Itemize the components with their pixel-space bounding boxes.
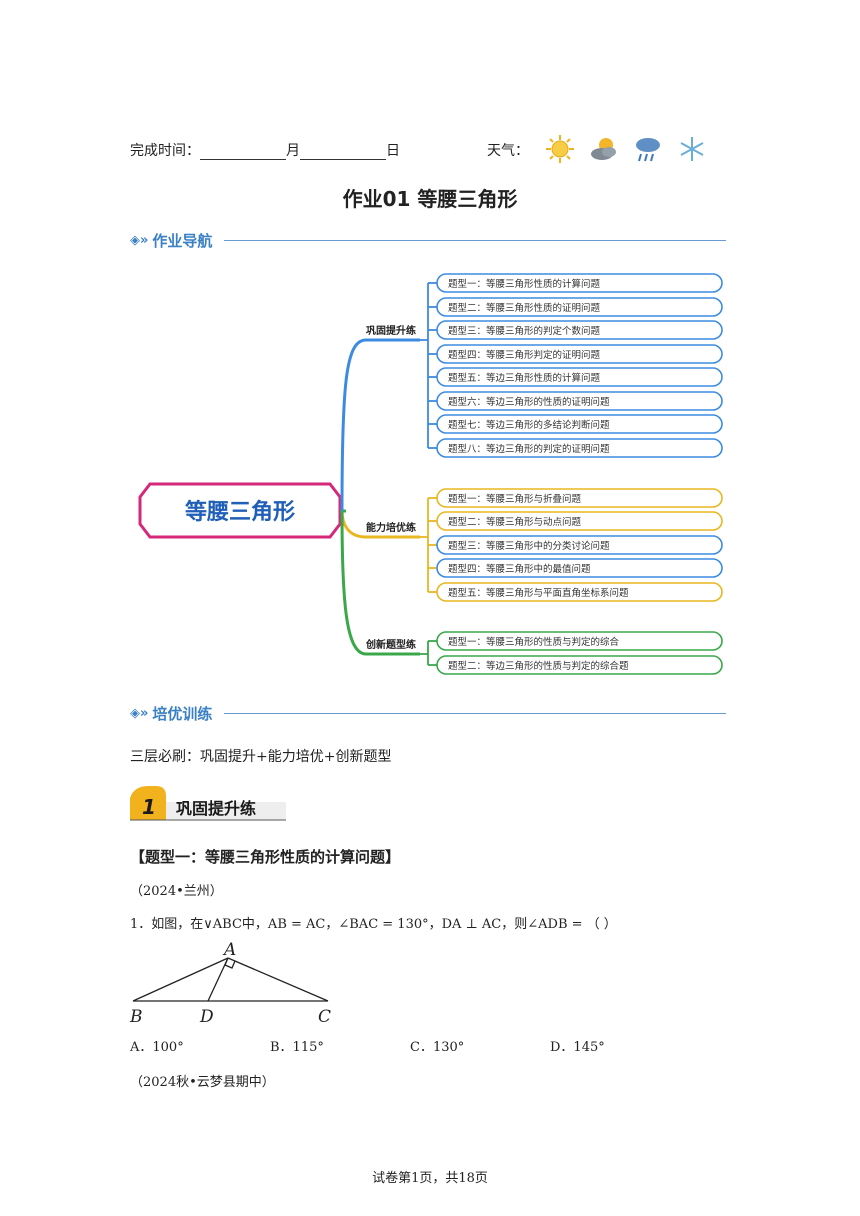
label-b: B — [129, 1007, 143, 1026]
answer-options: A．100° B．115° C．130° D．145° — [130, 1036, 690, 1055]
question-number: 1． — [130, 917, 152, 932]
day-blank[interactable] — [300, 145, 386, 160]
mindmap-item: 题型五：等边三角形性质的计算问题 — [448, 372, 601, 384]
rain-icon — [636, 138, 660, 162]
type-heading: 【题型一：等腰三角形性质的计算问题】 — [130, 848, 401, 866]
section-badge: 1 巩固提升练 — [130, 786, 290, 828]
mindmap-item: 题型一：等腰三角形与折叠问题 — [448, 493, 582, 505]
section-train-header: ◈» 培优训练 — [130, 703, 726, 724]
mindmap-item: 题型四：等腰三角形中的最值问题 — [448, 563, 591, 575]
source-2: （2024秋•云梦县期中） — [130, 1075, 275, 1090]
weather-icons — [545, 134, 707, 164]
mindmap-root-box — [138, 482, 342, 539]
divider — [224, 713, 726, 714]
branch-label-innovation: 创新题型练 — [365, 638, 416, 651]
label-c: C — [318, 1007, 331, 1026]
day-label: 日 — [386, 143, 400, 159]
mindmap-item: 题型八：等边三角形的判定的证明问题 — [448, 443, 610, 455]
triangle-figure: A B D C — [129, 940, 331, 1026]
question-1: 1．如图，在∨ABC中，AB = AC，∠BAC = 130°，DA ⊥ AC，… — [130, 913, 617, 932]
mindmap-item: 题型一：等腰三角形性质的计算问题 — [448, 278, 601, 290]
option-b[interactable]: B．115° — [270, 1040, 324, 1055]
badge-number: 1 — [142, 795, 156, 819]
mindmap-item: 题型四：等腰三角形判定的证明问题 — [448, 349, 601, 361]
section-nav-title: 作业导航 — [152, 232, 213, 250]
snowflake-icon — [680, 137, 704, 161]
double-chevron-icon: ◈» — [130, 706, 149, 721]
mindmap-item: 题型二：等腰三角形与动点问题 — [448, 516, 582, 528]
section-train-title: 培优训练 — [152, 705, 213, 723]
mindmap-item: 题型五：等腰三角形与平面直角坐标系问题 — [448, 587, 629, 599]
month-blank[interactable] — [200, 145, 286, 160]
page-footer: 试卷第1页，共18页 — [372, 1171, 488, 1186]
mindmap-root-label: 等腰三角形 — [185, 499, 295, 525]
partly-cloudy-icon — [591, 138, 616, 160]
mindmap-item: 题型六：等边三角形的性质的证明问题 — [448, 396, 610, 408]
mindmap-item: 题型一：等腰三角形的性质与判定的综合 — [448, 636, 620, 648]
mind-map: 等腰三角形 巩固提升练 能力培优练 创新题型练 题型一：等腰三角形性质的计算问题… — [138, 273, 723, 675]
badge-graphic: 1 巩固提升练 — [130, 786, 286, 821]
question-text: 如图，在∨ABC中，AB = AC，∠BAC = 130°，DA ⊥ AC，则∠… — [151, 917, 617, 932]
badge-label: 巩固提升练 — [176, 799, 256, 818]
weather-label: 天气： — [487, 143, 529, 159]
header-line: 完成时间： 月 日 — [130, 140, 400, 160]
label-a: A — [222, 940, 236, 960]
mindmap-item: 题型三：等腰三角形中的分类讨论问题 — [448, 540, 610, 552]
mindmap-item: 题型三：等腰三角形的判定个数问题 — [448, 325, 601, 337]
mindmap-item: 题型二：等腰三角形性质的证明问题 — [448, 302, 601, 314]
sun-icon — [546, 135, 574, 163]
time-label: 完成时间： — [130, 143, 200, 159]
option-c[interactable]: C．130° — [410, 1040, 465, 1055]
mindmap-item: 题型二：等边三角形的性质与判定的综合题 — [448, 660, 629, 672]
source-1: （2024•兰州） — [130, 884, 223, 899]
section-nav-header: ◈» 作业导航 — [130, 230, 726, 251]
branch-label-ability: 能力培优练 — [366, 521, 416, 534]
option-a[interactable]: A．100° — [130, 1040, 184, 1055]
mindmap-item: 题型七：等边三角形的多结论判断问题 — [448, 419, 610, 431]
double-chevron-icon: ◈» — [130, 233, 149, 248]
divider — [224, 240, 726, 241]
month-label: 月 — [286, 143, 300, 159]
page-title: 作业01 等腰三角形 — [342, 187, 518, 211]
option-d[interactable]: D．145° — [550, 1040, 605, 1055]
branch-label-consolidate: 巩固提升练 — [366, 324, 416, 337]
three-layers-text: 三层必刷：巩固提升+能力培优+创新题型 — [130, 749, 392, 765]
label-d: D — [199, 1007, 214, 1026]
